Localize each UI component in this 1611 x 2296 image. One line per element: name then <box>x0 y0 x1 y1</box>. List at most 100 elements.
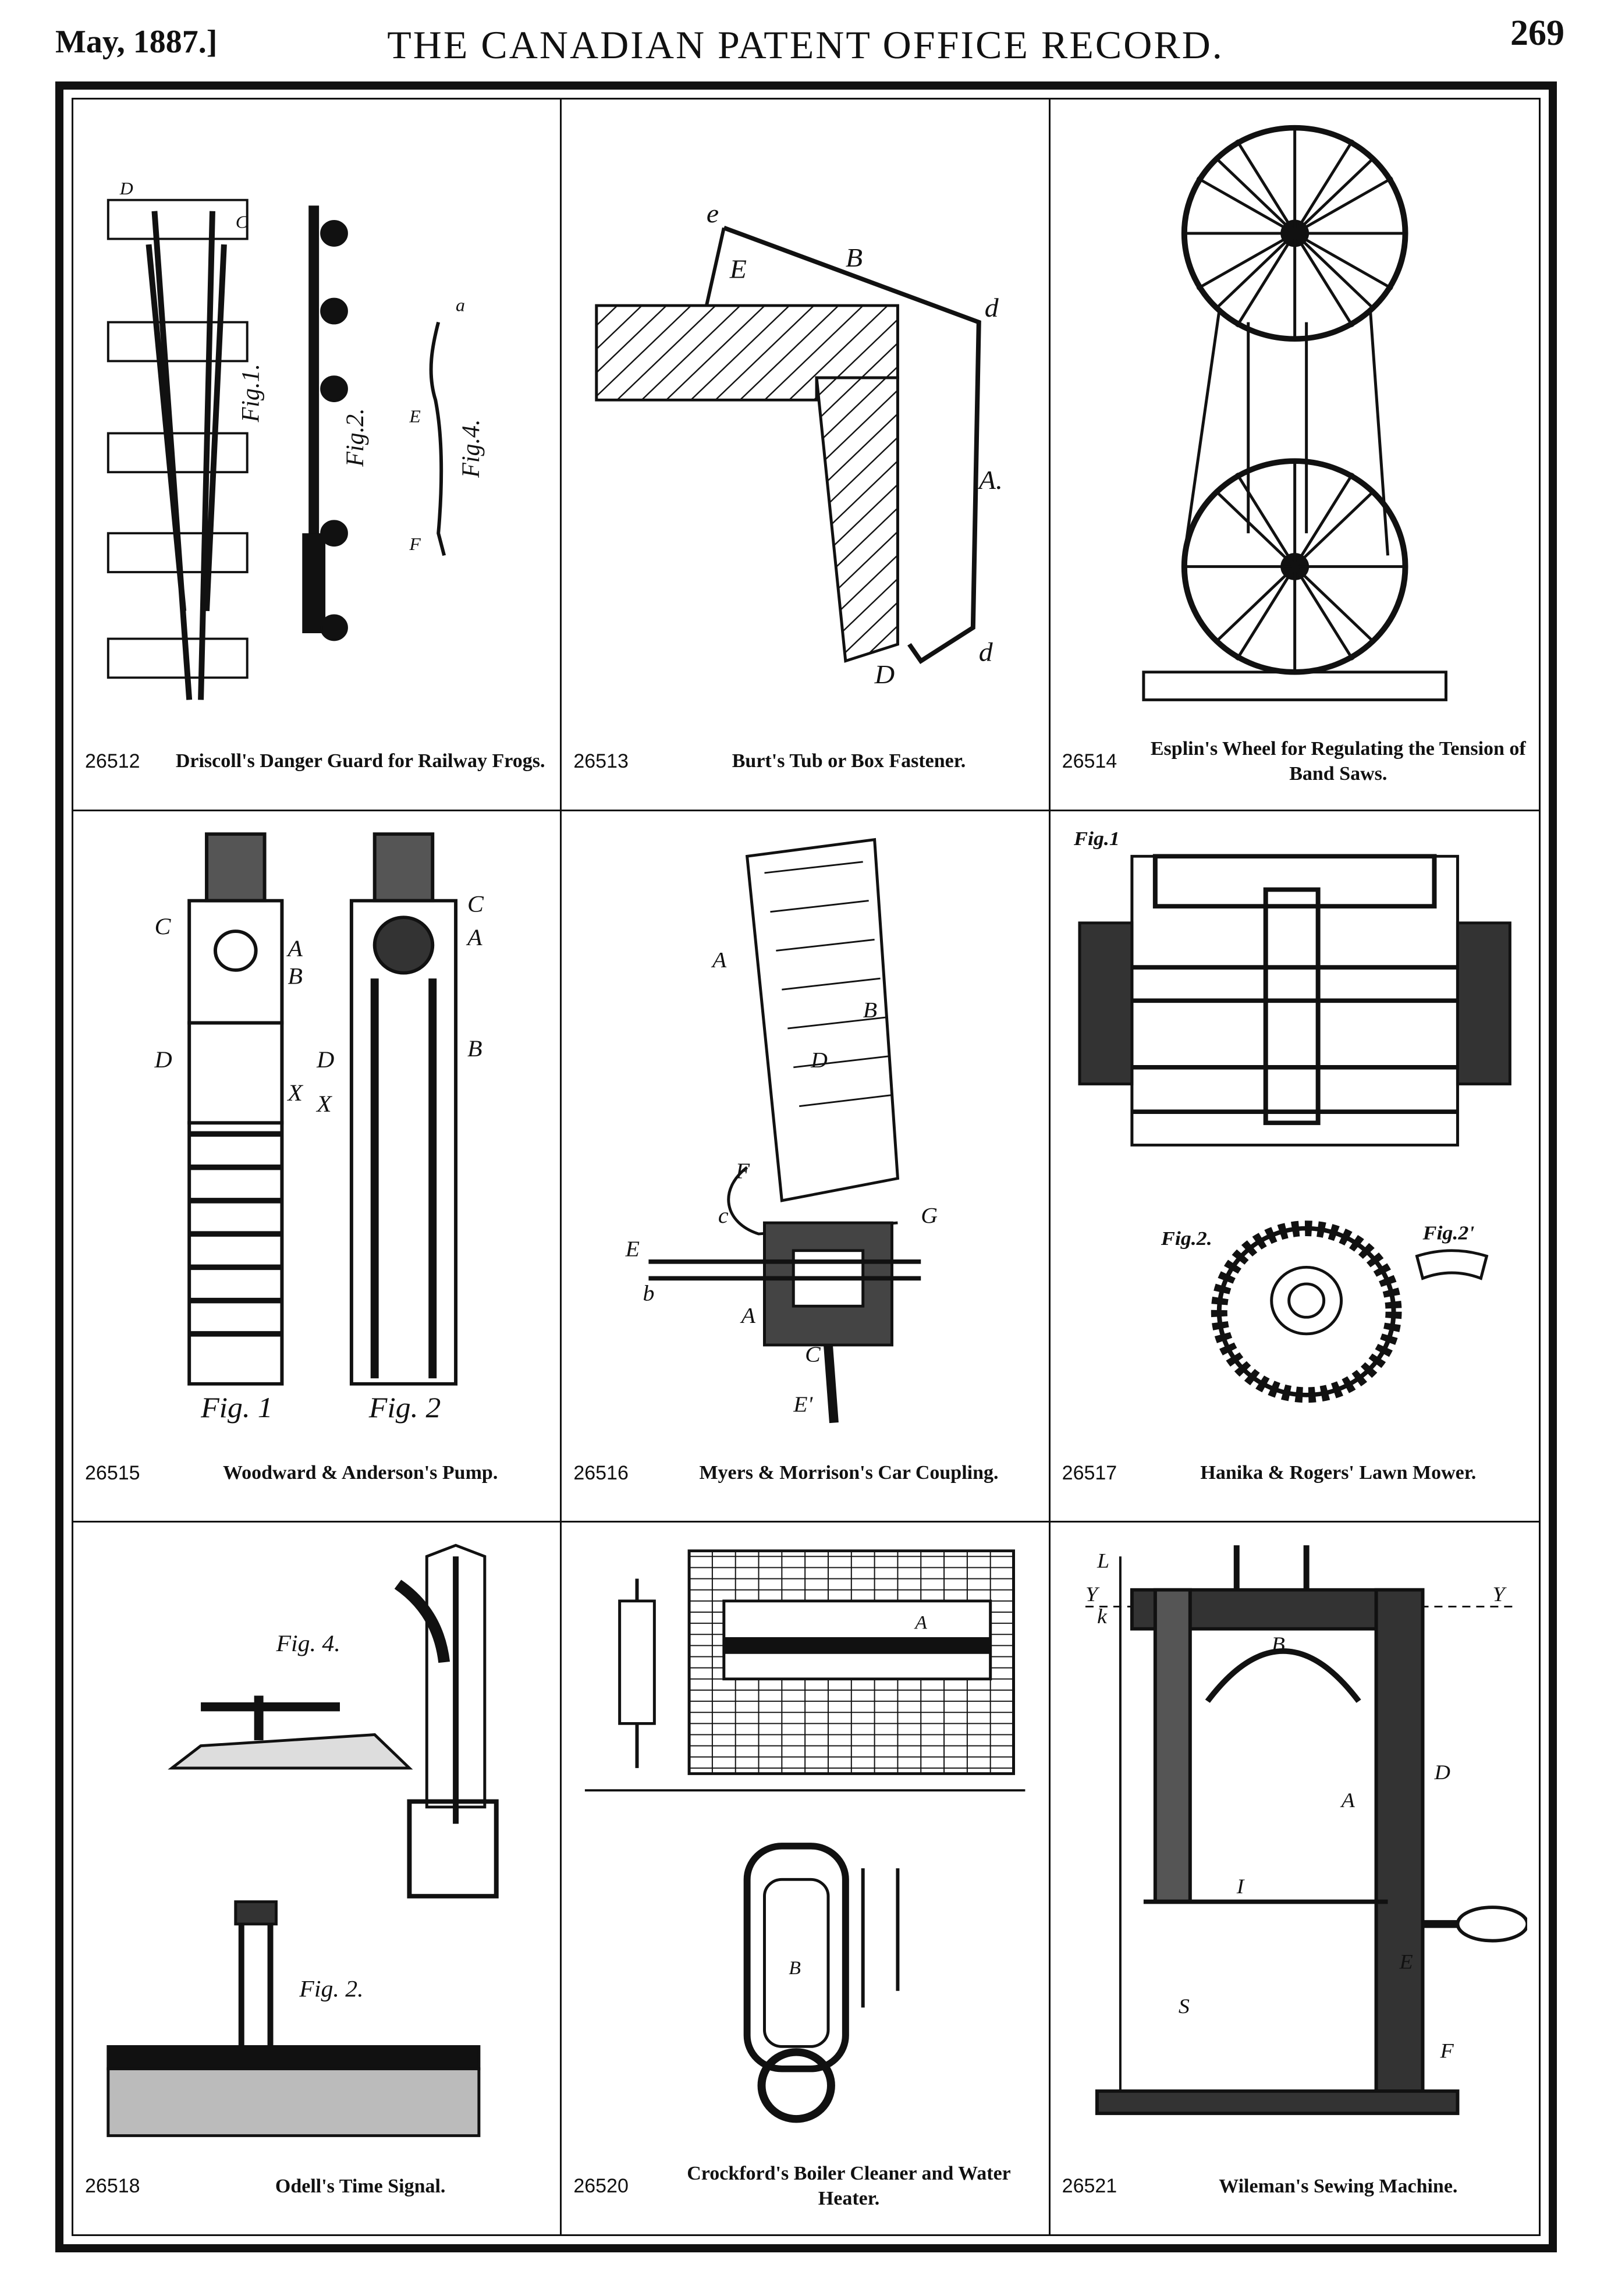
patent-number: 26514 <box>1062 750 1117 773</box>
patent-drawing-sewing-machine: Y Y L k B A D I S F E <box>1062 1534 1529 2147</box>
patent-caption: 26518 Odell's Time Signal. <box>85 2152 548 2222</box>
fig-label: D <box>874 660 895 690</box>
fig-label: D <box>119 179 134 198</box>
patent-number: 26516 <box>573 1461 629 1484</box>
fig-label: e <box>707 199 719 229</box>
fig-label: d <box>985 293 999 323</box>
patent-cell: Fig. 4. Fig. 2. 26518 Odell's Time Signa… <box>73 1523 562 2234</box>
patent-drawing-railway-frog-guard: Fig.1. Fig.2. Fig.4. E F D C a <box>85 111 548 722</box>
drawing-svg <box>1142 125 1447 701</box>
patent-drawing-time-signal: Fig. 4. Fig. 2. <box>85 1534 548 2147</box>
patent-caption: 26517 Hanika & Rogers' Lawn Mower. <box>1062 1438 1527 1508</box>
fig-label: A <box>286 935 303 961</box>
patent-cell: Fig.1. Fig.2. Fig.4. E F D C a 26512 Dri <box>73 100 562 811</box>
fig-label: E <box>1399 1950 1413 1974</box>
fig-label: d <box>979 638 993 668</box>
patent-cell: A B 26520 Crockford's Boiler Cleaner and… <box>562 1523 1051 2234</box>
patent-drawing-lawn-mower: Fig.1 Fig.2. Fig.2' <box>1062 823 1527 1434</box>
fig-label: Fig.1. <box>237 364 265 423</box>
fig-label: Fig. 2 <box>368 1392 441 1424</box>
fig-label: B <box>1271 1633 1284 1656</box>
patent-title: Crockford's Boiler Cleaner and Water Hea… <box>687 2163 1011 2209</box>
fig-label: b <box>643 1281 655 1305</box>
fig-label: S <box>1178 1995 1189 2018</box>
publication-title: THE CANADIAN PATENT OFFICE RECORD. <box>387 23 1224 67</box>
drawing-svg: Fig.1. Fig.2. Fig.4. E F D C a <box>107 179 485 700</box>
fig-label: Fig.2. <box>1160 1227 1212 1250</box>
drawing-svg: A B <box>585 1549 1025 2123</box>
fig-label: A <box>711 948 727 972</box>
fig-label: F <box>1439 2040 1454 2063</box>
patent-number: 26513 <box>573 750 629 773</box>
fig-label: X <box>286 1080 304 1106</box>
fig-label: Fig.4. <box>457 420 485 478</box>
fig-label: Y <box>1492 1583 1507 1606</box>
fig-label: I <box>1236 1875 1244 1898</box>
fig-label: Fig.2' <box>1422 1222 1474 1244</box>
fig-label: D <box>810 1048 828 1072</box>
patent-number: 26518 <box>85 2175 140 2198</box>
fig-label: B <box>863 998 877 1022</box>
drawing-svg: C A B D X C A D B X Fig. 1 Fig. 2 <box>154 832 484 1424</box>
drawing-svg: Fig. 4. Fig. 2. <box>107 1543 499 2138</box>
patent-caption: 26516 Myers & Morrison's Car Coupling. <box>573 1438 1037 1508</box>
patent-title: Myers & Morrison's Car Coupling. <box>699 1462 999 1484</box>
fig-label: C <box>236 212 249 232</box>
patent-cell: e E B d A. D d 26513 Burt's Tub or Box F… <box>562 100 1051 811</box>
fig-label: Fig. 2. <box>299 1975 363 2002</box>
patent-title: Burt's Tub or Box Fastener. <box>732 750 966 772</box>
plate-frame: Fig.1. Fig.2. Fig.4. E F D C a 26512 Dri <box>55 81 1557 2252</box>
fig-label: E <box>729 254 747 284</box>
fig-label: E <box>409 406 420 426</box>
patent-drawing-boiler-cleaner: A B <box>573 1534 1037 2147</box>
fig-label: B <box>846 243 863 273</box>
fig-label: Fig.2. <box>341 408 369 467</box>
patent-caption: 26513 Burt's Tub or Box Fastener. <box>573 727 1037 797</box>
patent-cell: Y Y L k B A D I S F E <box>1051 1523 1539 2234</box>
patent-title: Wileman's Sewing Machine. <box>1219 2175 1458 2197</box>
patent-cell: A D B F c E b A C E' G <box>562 811 1051 1523</box>
fig-label: X <box>315 1091 333 1117</box>
patent-title: Driscoll's Danger Guard for Railway Frog… <box>175 750 545 772</box>
fig-label: Fig.1 <box>1073 828 1120 850</box>
fig-label: B <box>789 1958 801 1979</box>
patent-drawing-car-coupling: A D B F c E b A C E' G <box>573 823 1037 1434</box>
patent-caption: 26514 Esplin's Wheel for Regulating the … <box>1062 727 1527 797</box>
fig-label: Fig. 1 <box>200 1392 273 1424</box>
drawing-svg: A D B F c E b A C E' G <box>625 838 938 1423</box>
issue-date: May, 1887.] <box>55 24 218 60</box>
fig-label: A <box>914 1613 928 1634</box>
fig-label: G <box>921 1203 938 1227</box>
fig-label: a <box>456 295 465 315</box>
fig-label: C <box>805 1342 821 1367</box>
fig-label: F <box>409 534 421 553</box>
fig-label: E' <box>793 1392 814 1417</box>
page-number: 269 <box>1510 13 1564 53</box>
fig-label: C <box>154 913 171 939</box>
fig-label: Fig. 4. <box>275 1630 340 1656</box>
fig-label: A <box>740 1303 756 1328</box>
drawing-svg: Y Y L k B A D I S F E <box>1085 1545 1529 2116</box>
patent-title: Odell's Time Signal. <box>275 2175 446 2197</box>
page-header: May, 1887.] THE CANADIAN PATENT OFFICE R… <box>0 0 1611 81</box>
fig-label: C <box>467 891 484 917</box>
patent-grid: Fig.1. Fig.2. Fig.4. E F D C a 26512 Dri <box>73 100 1539 2234</box>
plate-inner-border: Fig.1. Fig.2. Fig.4. E F D C a 26512 Dri <box>72 98 1541 2236</box>
fig-label: A. <box>977 466 1003 495</box>
fig-label: A <box>466 924 483 950</box>
patent-cell: Fig.1 Fig.2. Fig.2' 26517 Hanika & Roger… <box>1050 811 1539 1523</box>
patent-number: 26520 <box>573 2175 629 2198</box>
patent-title: Woodward & Anderson's Pump. <box>223 1462 498 1484</box>
fig-label: B <box>288 963 303 989</box>
fig-label: k <box>1097 1605 1108 1628</box>
fig-label: F <box>735 1159 751 1183</box>
fig-label: D <box>154 1046 172 1072</box>
patent-caption: 26520 Crockford's Boiler Cleaner and Wat… <box>573 2152 1037 2222</box>
fig-label: Y <box>1085 1583 1100 1606</box>
fig-label: L <box>1097 1549 1109 1573</box>
fig-label: c <box>718 1203 729 1227</box>
patent-drawing-pump: C A B D X C A D B X Fig. 1 Fig. 2 <box>85 823 548 1434</box>
fig-label: B <box>467 1035 482 1061</box>
drawing-svg: Fig.1 Fig.2. Fig.2' <box>1073 828 1511 1403</box>
fig-label: A <box>1339 1789 1355 1812</box>
